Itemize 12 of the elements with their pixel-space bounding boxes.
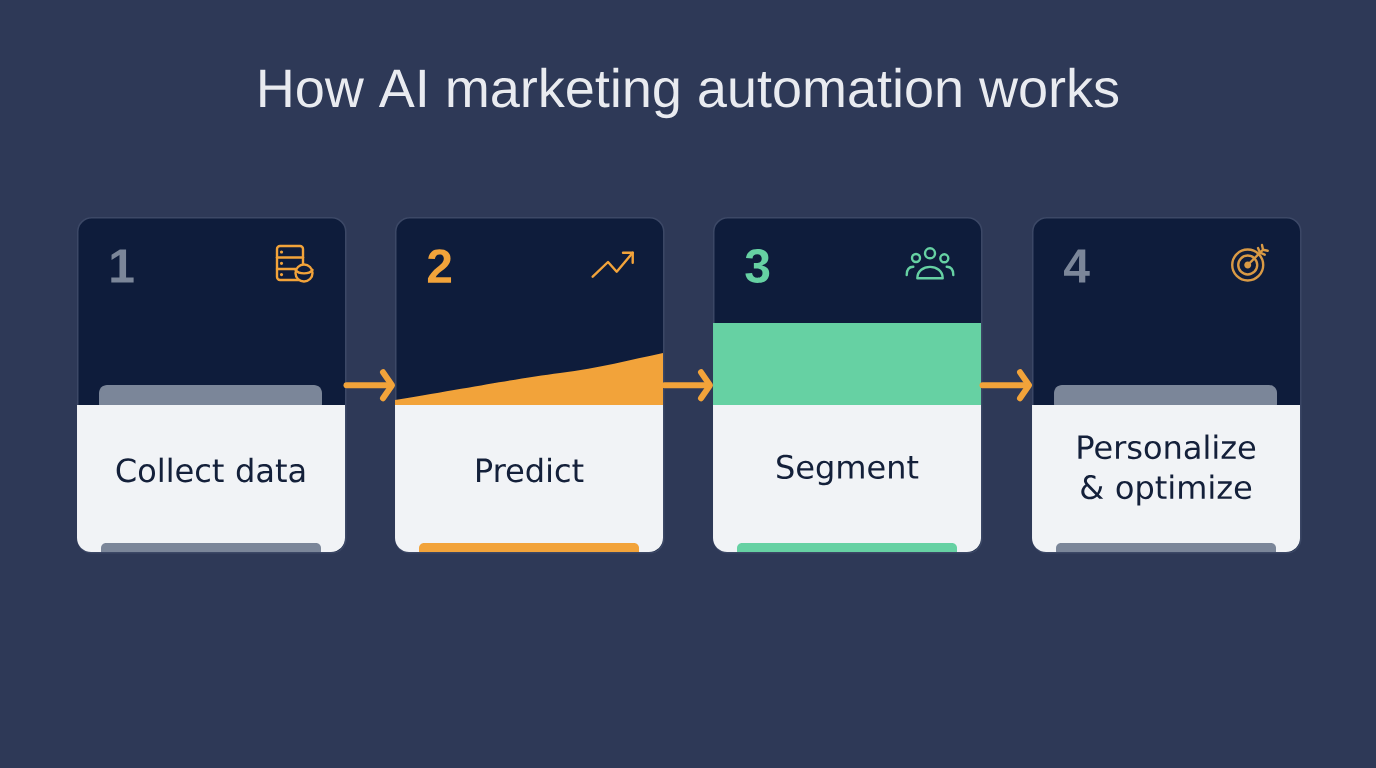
label-panel: Segment: [713, 405, 981, 552]
step-number: 1: [111, 249, 134, 283]
title: How AI marketing automation works: [260, 67, 1119, 119]
step-card: [713, 217, 983, 554]
step-number: 3: [745, 249, 770, 284]
label-panel: Personalize & optimize: [1032, 405, 1300, 552]
step-number: 2: [427, 249, 452, 283]
label-panel: Collect data: [77, 405, 345, 552]
step-card: [77, 217, 347, 554]
step-number: 4: [1064, 249, 1090, 283]
label-panel: Predict: [395, 405, 663, 552]
step-card: [1032, 217, 1302, 554]
